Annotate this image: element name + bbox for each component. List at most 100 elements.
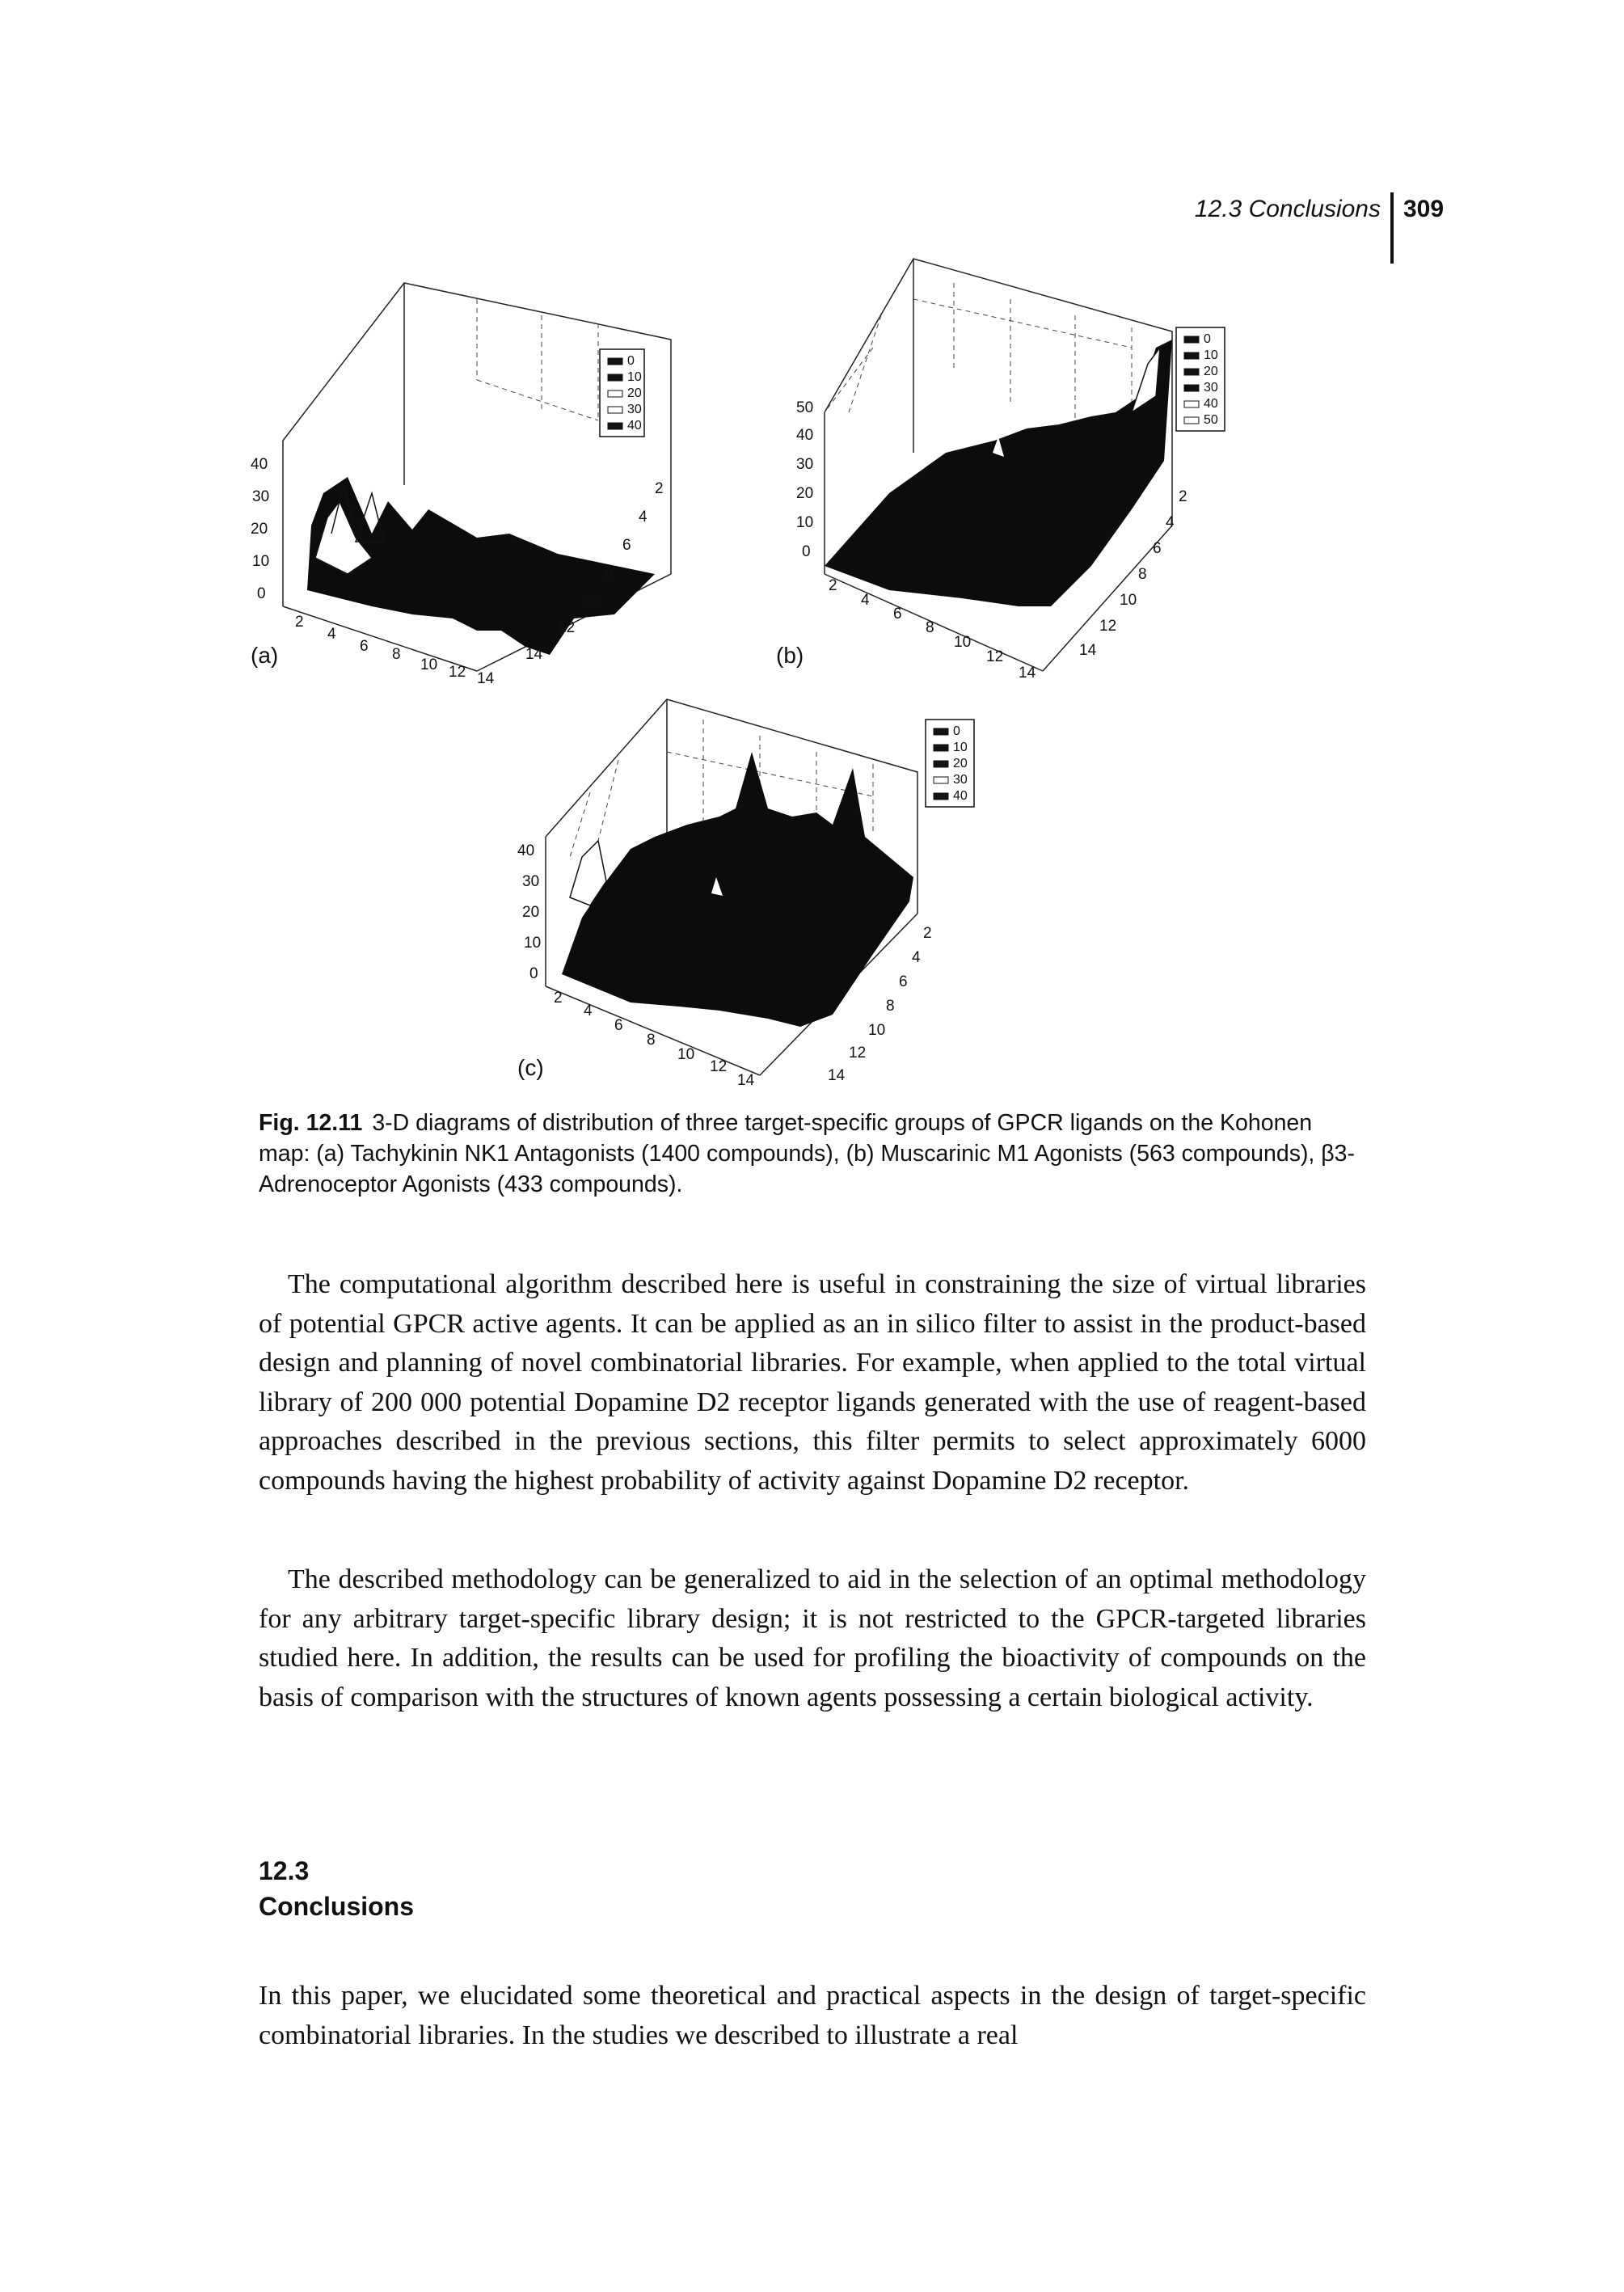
figure-panel-b: 0 10 20 30 40 50 0 10 20 30 40 50 2 4 6 … (752, 251, 1269, 687)
y-tick-c-2: 6 (899, 973, 908, 990)
y-tick-c-1: 4 (912, 949, 921, 966)
z-tick-b-2: 20 (796, 485, 813, 502)
y-tick-a-5: 12 (558, 619, 575, 636)
y-tick-b-1: 4 (1166, 514, 1175, 531)
y-tick-c-4: 10 (868, 1022, 885, 1039)
running-header: 12.3 Conclusions 309 (1116, 192, 1455, 265)
z-tick-c-1: 10 (524, 935, 541, 952)
header-divider (1390, 192, 1394, 264)
legend-c-3: 30 (953, 773, 968, 787)
x-tick-b-0: 2 (829, 577, 837, 594)
panel-label-a: (a) (251, 643, 278, 668)
caption-text: 3-D diagrams of distribution of three ta… (259, 1110, 1356, 1197)
legend-a-1: 10 (627, 370, 642, 384)
legend-a-2: 20 (627, 386, 642, 400)
x-tick-c-5: 12 (710, 1058, 727, 1075)
y-tick-b-5: 12 (1099, 618, 1116, 635)
legend-a: 0 10 20 30 40 (599, 348, 645, 437)
z-tick-c-2: 20 (522, 904, 539, 921)
legend-b-4: 40 (1204, 397, 1218, 411)
z-tick-a-4: 40 (251, 456, 268, 473)
x-tick-b-2: 6 (893, 606, 902, 623)
panel-label-b: (b) (776, 643, 804, 668)
x-tick-b-4: 10 (954, 634, 971, 651)
legend-c-1: 10 (953, 741, 968, 754)
body-paragraph: The computational algorithm described he… (259, 1269, 1366, 1496)
x-tick-c-1: 4 (584, 1002, 593, 1019)
x-tick-c-3: 8 (647, 1032, 656, 1049)
y-tick-c-0: 2 (923, 925, 932, 942)
surface-plot-c: 0 10 20 30 40 0 10 20 30 40 2 4 6 8 10 1… (517, 699, 975, 1089)
section-heading: 12.3 Conclusions (259, 1853, 414, 1924)
z-tick-c-0: 0 (529, 965, 538, 982)
y-tick-b-3: 8 (1138, 566, 1147, 583)
y-tick-b-6: 14 (1079, 642, 1097, 659)
z-tick-b-4: 40 (796, 427, 813, 444)
x-tick-a-5: 12 (449, 664, 466, 681)
y-tick-a-6: 14 (525, 646, 543, 663)
x-tick-a-2: 6 (360, 638, 369, 655)
legend-b: 0 10 20 30 40 50 (1175, 327, 1225, 432)
z-tick-b-1: 10 (796, 514, 813, 531)
z-tick-b-3: 30 (796, 456, 813, 473)
surface-b (825, 340, 1172, 606)
legend-a-0: 0 (627, 354, 635, 368)
section-paragraph: In this paper, we elucidated some theore… (259, 1981, 1366, 2050)
section-number: 12.3 (259, 1856, 310, 1885)
surface-c (562, 752, 913, 1027)
y-tick-a-2: 6 (622, 537, 631, 554)
z-ticks-c: 0 10 20 30 40 (517, 842, 541, 982)
x-tick-c-6: 14 (737, 1072, 755, 1089)
surface-plot-a: 0 10 20 30 40 0 10 20 30 40 2 4 6 8 10 1… (251, 282, 672, 687)
x-tick-a-1: 4 (327, 626, 336, 643)
caption-label: Fig. 12.11 (259, 1110, 363, 1136)
body-paragraph: The described methodology can be general… (259, 1564, 1366, 1712)
y-tick-c-6: 14 (828, 1067, 846, 1084)
x-tick-c-0: 2 (554, 990, 563, 1007)
y-ticks-c: 2 4 6 8 10 12 14 (828, 925, 932, 1084)
z-tick-b-0: 0 (802, 543, 811, 560)
z-ticks-a: 0 10 20 30 40 (251, 456, 269, 602)
page-number: 309 (1403, 196, 1445, 222)
running-title: 12.3 Conclusions (1194, 196, 1381, 222)
y-tick-c-3: 8 (886, 998, 895, 1015)
z-tick-a-3: 30 (252, 488, 269, 505)
x-tick-b-3: 8 (926, 619, 934, 636)
x-tick-a-4: 10 (420, 656, 437, 673)
x-tick-b-6: 14 (1019, 665, 1036, 682)
legend-c: 0 10 20 30 40 (925, 719, 975, 808)
y-tick-a-1: 4 (639, 509, 647, 526)
x-tick-a-3: 8 (392, 646, 401, 663)
x-ticks-c: 2 4 6 8 10 12 14 (554, 990, 755, 1089)
x-tick-b-5: 12 (986, 648, 1003, 665)
section-title: Conclusions (259, 1892, 415, 1921)
z-tick-b-5: 50 (796, 399, 813, 416)
z-tick-a-0: 0 (257, 585, 266, 602)
x-tick-a-0: 2 (295, 614, 304, 631)
legend-b-5: 50 (1204, 413, 1218, 427)
y-ticks-a: 2 4 6 8 10 12 14 (525, 480, 664, 663)
y-tick-c-5: 12 (849, 1045, 866, 1062)
y-tick-a-3: 8 (605, 565, 614, 582)
legend-a-3: 30 (627, 403, 642, 416)
x-ticks-a: 2 4 6 8 10 12 14 (295, 614, 495, 687)
legend-b-0: 0 (1204, 332, 1211, 346)
legend-a-4: 40 (627, 419, 642, 433)
y-tick-b-4: 10 (1120, 592, 1137, 609)
y-tick-a-4: 10 (582, 593, 599, 610)
legend-b-1: 10 (1204, 348, 1218, 362)
legend-c-0: 0 (953, 724, 960, 738)
surface-plot-b: 0 10 20 30 40 50 0 10 20 30 40 50 2 4 6 … (776, 258, 1225, 682)
panel-label-c: (c) (517, 1055, 544, 1080)
x-tick-a-6: 14 (477, 670, 495, 687)
z-tick-a-1: 10 (252, 553, 269, 570)
figure-panel-c: 0 10 20 30 40 0 10 20 30 40 2 4 6 8 10 1… (493, 695, 1043, 1100)
y-tick-a-0: 2 (655, 480, 664, 497)
z-ticks-b: 0 10 20 30 40 50 (796, 399, 813, 560)
x-tick-c-4: 10 (677, 1046, 694, 1063)
x-tick-c-2: 6 (614, 1017, 623, 1034)
legend-c-2: 20 (953, 757, 968, 770)
surface-a (307, 477, 655, 655)
legend-b-2: 20 (1204, 365, 1218, 378)
